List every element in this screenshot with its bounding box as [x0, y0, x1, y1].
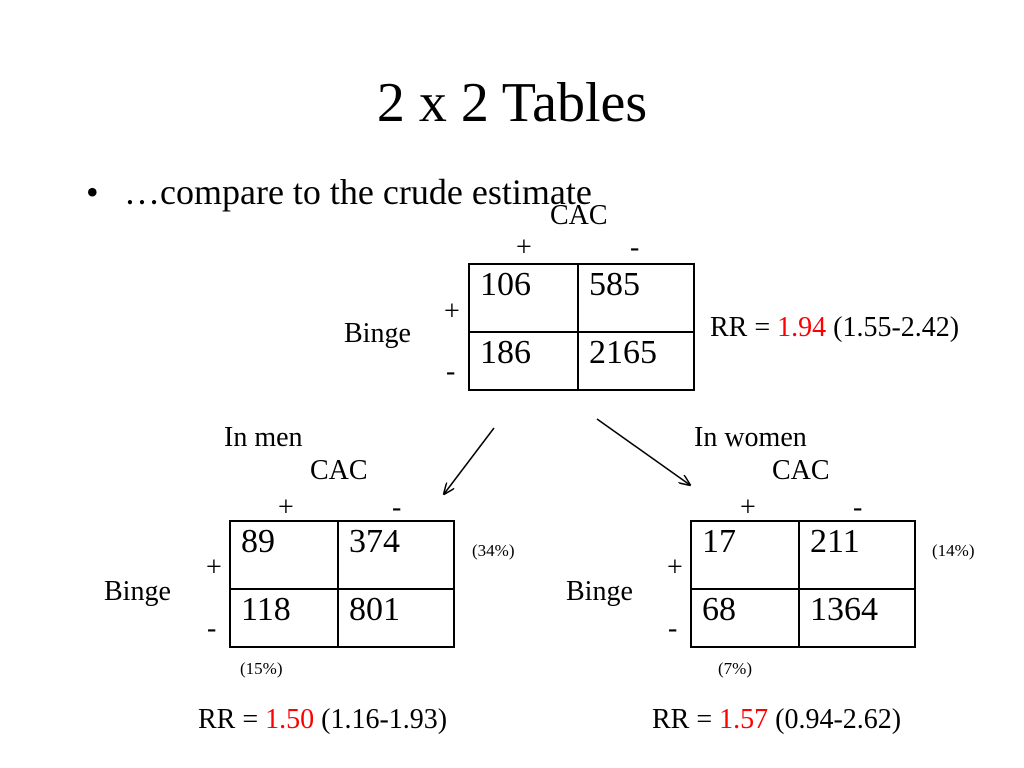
women-2x2-table: 17 211 68 1364	[690, 520, 916, 648]
women-col-minus: -	[853, 492, 863, 523]
men-cell-d: 801	[337, 588, 455, 648]
table-row: 17 211	[690, 520, 916, 590]
women-row-label: Binge	[566, 576, 633, 607]
table-row: 106 585	[468, 263, 695, 333]
crude-rr: RR = 1.94 (1.55-2.42)	[710, 312, 959, 344]
crude-col-plus: +	[516, 232, 532, 263]
men-cell-c: 118	[229, 588, 339, 648]
bullet-marker: •	[86, 172, 99, 212]
men-row-minus: -	[207, 613, 217, 644]
arrow-to-men	[444, 427, 495, 494]
men-cell-a: 89	[229, 520, 339, 590]
table-row: 118 801	[229, 588, 455, 648]
men-row-label: Binge	[104, 576, 171, 607]
men-cell-b: 374	[337, 520, 455, 590]
women-row-plus: +	[667, 552, 683, 583]
bullet-point: • …compare to the crude estimate	[86, 170, 592, 214]
women-cell-a: 17	[690, 520, 800, 590]
women-row-minus: -	[668, 613, 678, 644]
men-column-header: CAC	[310, 455, 368, 486]
crude-col-minus: -	[630, 232, 640, 263]
women-column-header: CAC	[772, 455, 830, 486]
table-row: 68 1364	[690, 588, 916, 648]
men-rr: RR = 1.50 (1.16-1.93)	[198, 704, 447, 736]
men-col-minus: -	[392, 492, 402, 523]
women-rr: RR = 1.57 (0.94-2.62)	[652, 704, 901, 736]
women-col-percent: (7%)	[718, 659, 752, 678]
table-row: 186 2165	[468, 331, 695, 391]
women-cell-d: 1364	[798, 588, 916, 648]
slide-title: 2 x 2 Tables	[376, 72, 648, 134]
crude-column-header: CAC	[550, 200, 608, 231]
men-subgroup-label: In men	[224, 422, 303, 453]
crude-cell-a: 106	[468, 263, 579, 333]
crude-rr-prefix: RR =	[710, 312, 778, 343]
men-row-percent: (34%)	[472, 541, 515, 560]
crude-cell-d: 2165	[577, 331, 695, 391]
men-rr-prefix: RR =	[198, 704, 266, 735]
bullet-text: …compare to the crude estimate	[124, 172, 592, 212]
table-row: 89 374	[229, 520, 455, 590]
men-col-percent: (15%)	[240, 659, 283, 678]
women-cell-c: 68	[690, 588, 800, 648]
men-rr-value: 1.50	[265, 704, 315, 735]
crude-cell-b: 585	[577, 263, 695, 333]
women-col-plus: +	[740, 492, 756, 523]
women-rr-ci: (0.94-2.62)	[768, 704, 902, 735]
men-2x2-table: 89 374 118 801	[229, 520, 455, 648]
crude-rr-value: 1.94	[777, 312, 827, 343]
men-col-plus: +	[278, 492, 294, 523]
women-subgroup-label: In women	[694, 422, 807, 453]
women-cell-b: 211	[798, 520, 916, 590]
women-row-percent: (14%)	[932, 541, 975, 560]
women-rr-value: 1.57	[719, 704, 769, 735]
crude-rr-ci: (1.55-2.42)	[826, 312, 960, 343]
crude-row-label: Binge	[344, 318, 411, 349]
men-rr-ci: (1.16-1.93)	[314, 704, 448, 735]
crude-row-minus: -	[446, 356, 456, 387]
women-rr-prefix: RR =	[652, 704, 720, 735]
men-row-plus: +	[206, 552, 222, 583]
crude-row-plus: +	[444, 296, 460, 327]
arrow-to-women	[596, 418, 690, 485]
crude-2x2-table: 106 585 186 2165	[468, 263, 695, 391]
crude-cell-c: 186	[468, 331, 579, 391]
